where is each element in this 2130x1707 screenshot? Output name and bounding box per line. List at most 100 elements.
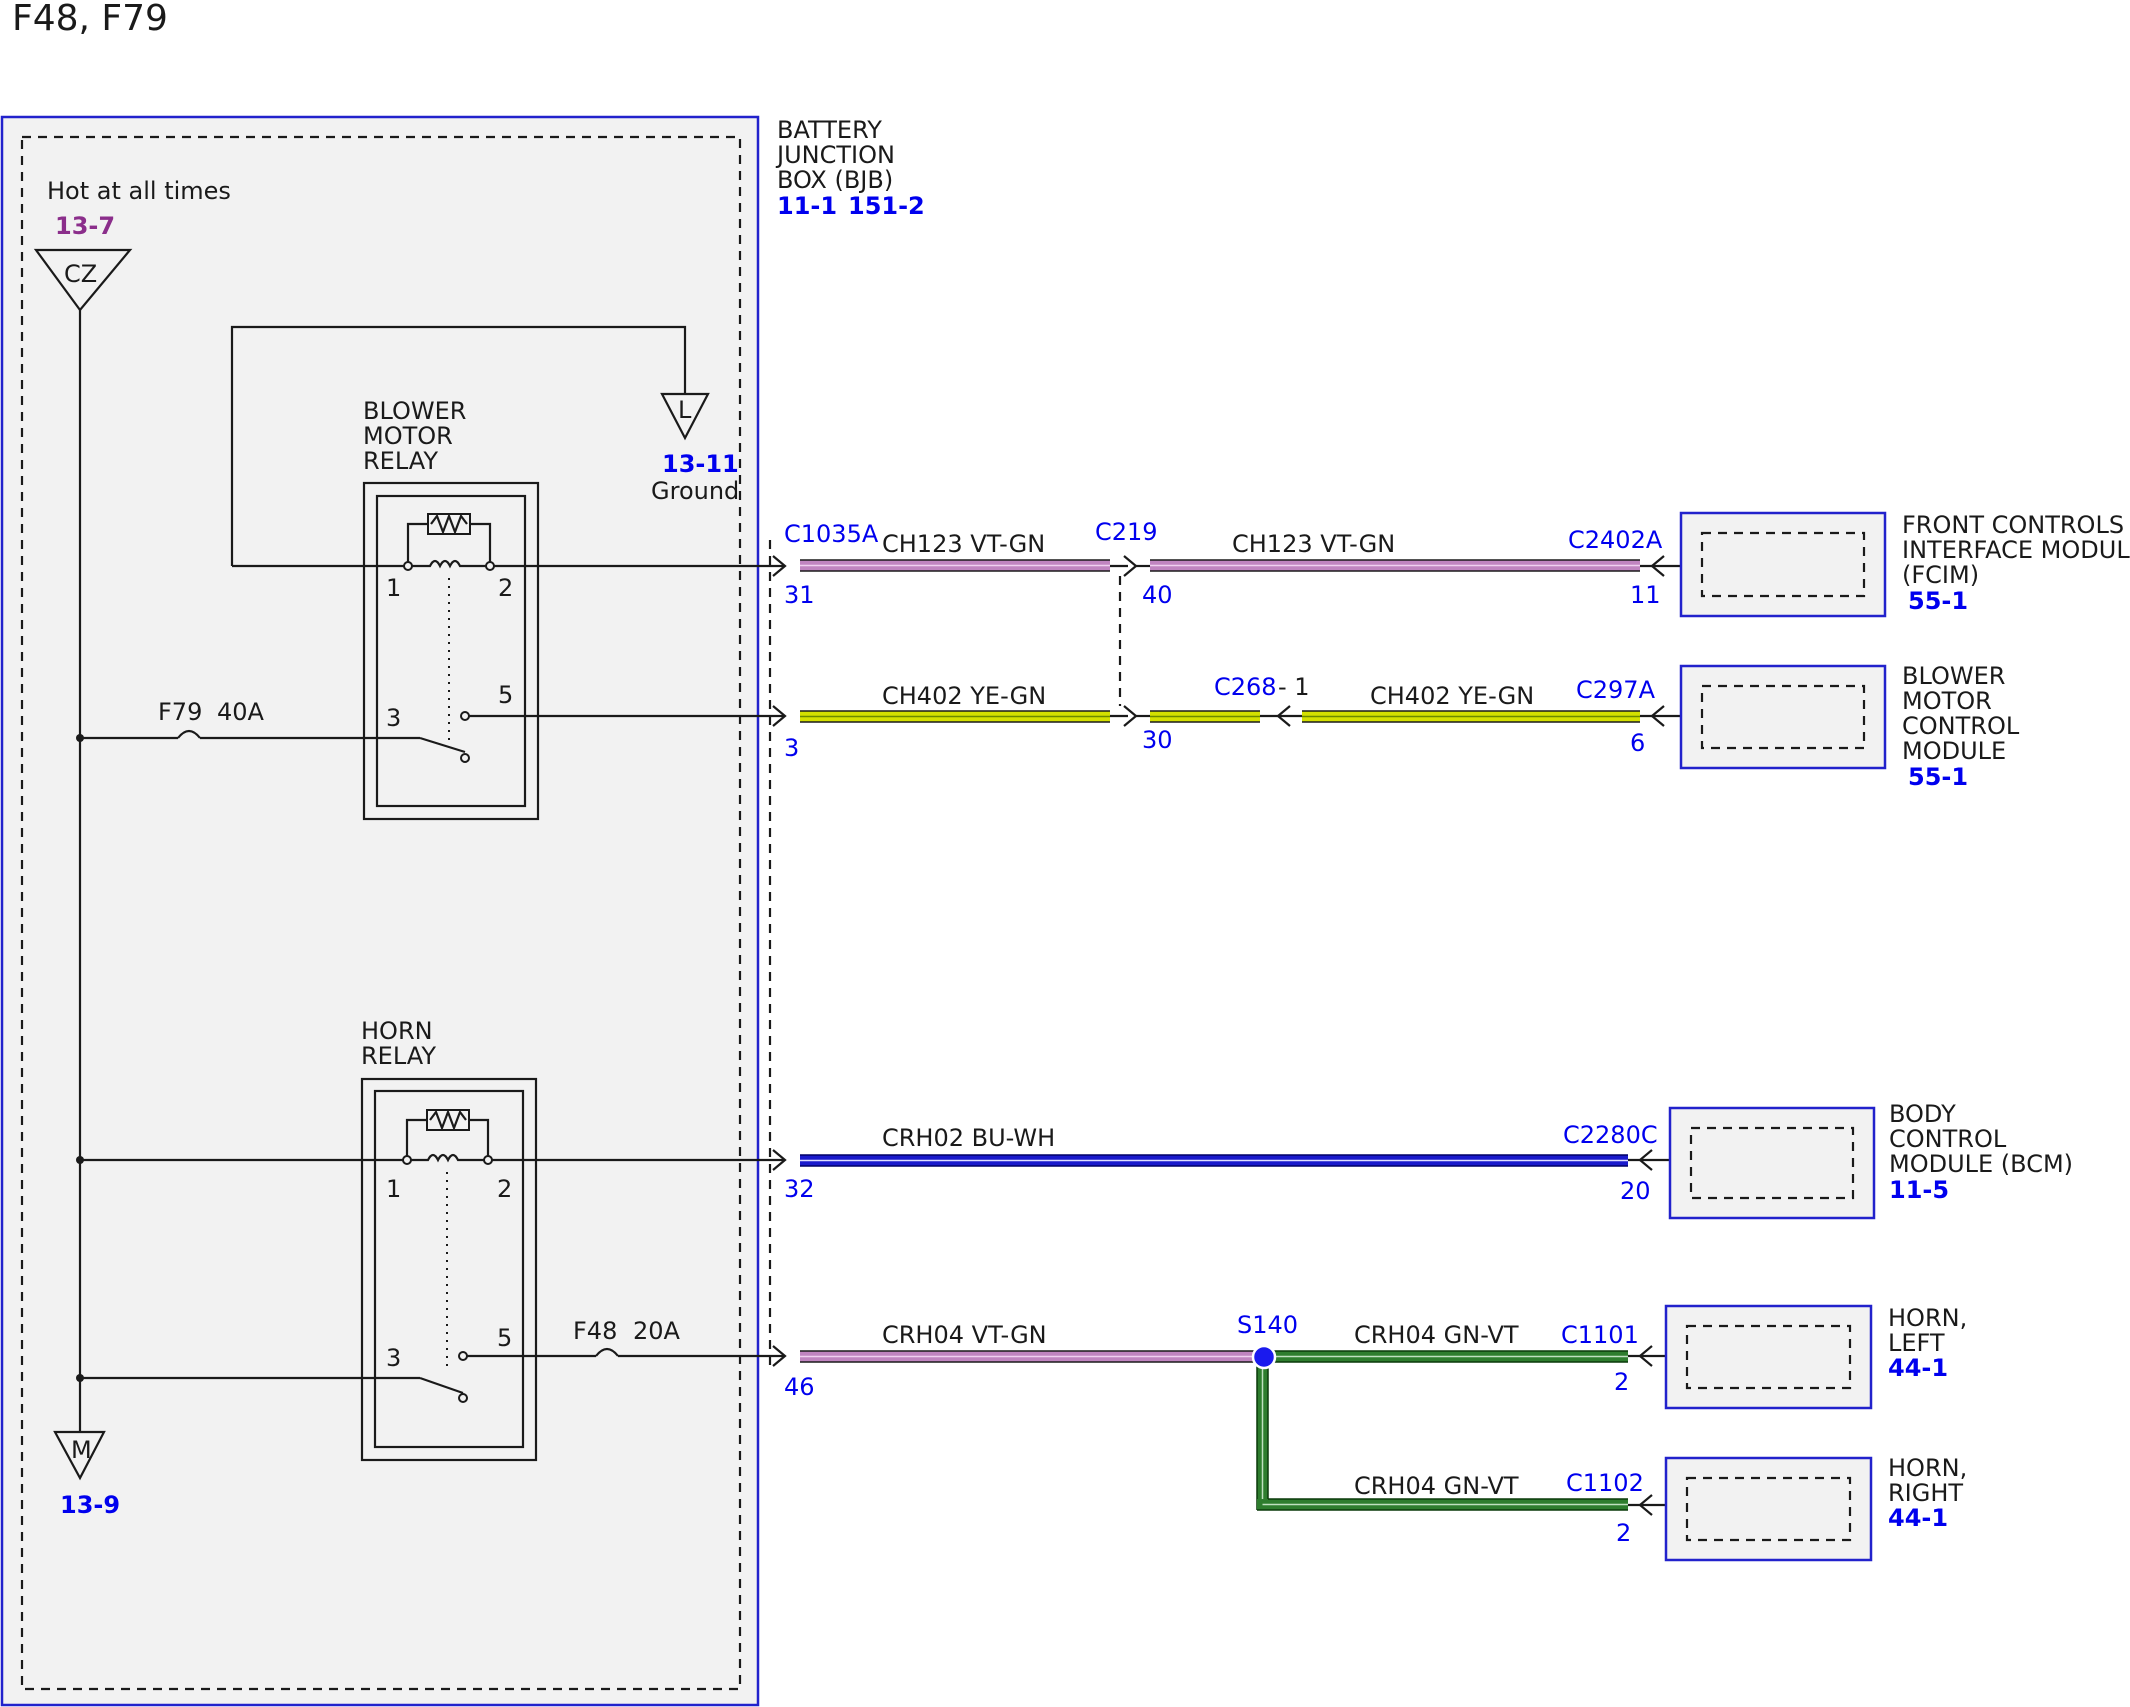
wire-crh04-right-label: CRH04 GN-VT	[1354, 1472, 1519, 1500]
blower-relay-pin3: 3	[386, 704, 401, 732]
conn-c1035a-label[interactable]: C1035A	[784, 520, 879, 548]
horn-relay-pin5: 5	[497, 1324, 512, 1352]
ground-m-ref[interactable]: 13-9	[60, 1491, 120, 1519]
power-label: Hot at all times	[47, 177, 231, 205]
bcm-ref[interactable]: 11-5	[1889, 1176, 1949, 1204]
wire-crh04-vt-gn[interactable]	[800, 1350, 1262, 1363]
conn-c2402a-pin-11: 11	[1630, 581, 1661, 609]
horn-relay-coil-icon	[402, 1108, 493, 1370]
power-symbol: CZ	[64, 260, 97, 288]
connector-arrow	[772, 705, 787, 727]
horn-relay-pin1: 1	[386, 1175, 401, 1203]
conn-c268-label[interactable]: C268	[1214, 673, 1277, 701]
bcm-label-line1: BODY	[1889, 1100, 1956, 1128]
wire-ch402-label-a: CH402 YE-GN	[882, 682, 1046, 710]
bmcm-ref[interactable]: 55-1	[1908, 763, 1968, 791]
fcim-ref[interactable]: 55-1	[1908, 587, 1968, 615]
wire-ch123-segment-b[interactable]	[1150, 559, 1640, 572]
fuse-f48-icon	[595, 1347, 619, 1357]
wire-ch123-label-a: CH123 VT-GN	[882, 530, 1045, 558]
conn-c1035a-pin-31: 31	[784, 581, 815, 609]
bjb-box	[0, 115, 760, 1707]
wire-ch123-segment-a[interactable]	[800, 559, 1110, 572]
ground-l-ref[interactable]: 13-11	[662, 450, 739, 478]
wire-crh04-gn-vt-right[interactable]	[1256, 1356, 1628, 1511]
wire-ch402-segment-a[interactable]	[800, 710, 1110, 723]
bjb-ref-2[interactable]: 151-2	[848, 192, 925, 220]
horn-right-label-line2: RIGHT	[1888, 1479, 1963, 1507]
module-horn-right[interactable]	[1664, 1456, 1873, 1562]
wire-ch402-segment-b[interactable]	[1150, 710, 1260, 723]
fuse-f79-name: F79	[158, 698, 202, 726]
connector-c2280c-arrow	[1638, 1149, 1653, 1171]
conn-c1101-pin-2: 2	[1614, 1368, 1629, 1396]
conn-c1035a-pin-32: 32	[784, 1175, 815, 1203]
fcim-label-line1: FRONT CONTROLS	[1902, 511, 2124, 539]
ground-l-icon	[660, 392, 710, 441]
bmcm-label-line3: CONTROL	[1902, 712, 2020, 740]
fuse-f48-name: F48	[573, 1317, 617, 1345]
module-bcm[interactable]	[1668, 1106, 1876, 1220]
bcm-label-line2: CONTROL	[1889, 1125, 2007, 1153]
module-blower-motor-control[interactable]	[1679, 664, 1887, 770]
horn-left-label-line1: HORN,	[1888, 1304, 1967, 1332]
power-ref[interactable]: 13-7	[55, 212, 115, 240]
bcm-label-line3: MODULE (BCM)	[1889, 1150, 2073, 1178]
bjb-inner-dashed	[20, 135, 742, 1691]
conn-c297a-label[interactable]: C297A	[1576, 676, 1656, 704]
conn-c1035a-pin-3: 3	[784, 734, 799, 762]
connector-arrow	[772, 1149, 787, 1171]
splice-s140-label[interactable]: S140	[1237, 1311, 1298, 1339]
conn-c219-label[interactable]: C219	[1095, 518, 1158, 546]
connector-c268-arrow	[1276, 705, 1291, 727]
module-fcim[interactable]	[1679, 511, 1887, 618]
bmcm-label-line4: MODULE	[1902, 737, 2006, 765]
conn-c2280c-label[interactable]: C2280C	[1563, 1121, 1658, 1149]
conn-c219-pin-40: 40	[1142, 581, 1173, 609]
horn-right-label-line1: HORN,	[1888, 1454, 1967, 1482]
conn-c1101-label[interactable]: C1101	[1561, 1321, 1639, 1349]
horn-left-label-line2: LEFT	[1888, 1329, 1945, 1357]
wire-crh04-gn-vt-left[interactable]	[1262, 1350, 1628, 1363]
blower-relay-outer	[362, 481, 540, 821]
connector-c297a-arrow	[1650, 705, 1665, 727]
power-source-icon	[33, 248, 133, 312]
blower-relay-pin2: 2	[498, 574, 513, 602]
fuse-f48-rating: 20A	[633, 1317, 681, 1345]
connector-arrow	[772, 1345, 787, 1367]
blower-relay-inner	[375, 494, 527, 808]
conn-c2402a-label[interactable]: C2402A	[1568, 526, 1663, 554]
conn-c2280c-pin-20: 20	[1620, 1177, 1651, 1205]
horn-relay-label-line2: RELAY	[361, 1042, 436, 1070]
diagram-title: F48, F79	[12, 0, 168, 39]
conn-c1035a-pin-46: 46	[784, 1373, 815, 1401]
horn-relay-outer	[360, 1077, 538, 1462]
blower-relay-coil-icon	[403, 512, 495, 740]
blower-relay-label-line2: MOTOR	[363, 422, 453, 450]
bjb-label-line3: BOX (BJB)	[777, 166, 893, 194]
horn-relay-pin2: 2	[497, 1175, 512, 1203]
fuse-f79-rating: 40A	[217, 698, 265, 726]
fuse-f79-icon	[177, 729, 201, 739]
connector-arrow	[772, 555, 787, 577]
horn-relay-switch-icon	[419, 1351, 468, 1403]
bjb-label-line2: JUNCTION	[775, 141, 895, 169]
wire-ch402-segment-c[interactable]	[1302, 710, 1640, 723]
blower-relay-pin5: 5	[498, 681, 513, 709]
horn-right-ref[interactable]: 44-1	[1888, 1504, 1948, 1532]
module-horn-left[interactable]	[1664, 1304, 1873, 1410]
connector-c1101-arrow	[1638, 1345, 1653, 1367]
ground-m-symbol: M	[71, 1436, 92, 1464]
ground-m-icon	[53, 1430, 106, 1481]
horn-left-ref[interactable]: 44-1	[1888, 1354, 1948, 1382]
wire-crh04-left-label: CRH04 GN-VT	[1354, 1321, 1519, 1349]
wire-crh02[interactable]	[800, 1154, 1628, 1167]
conn-c1102-label[interactable]: C1102	[1566, 1469, 1644, 1497]
splice-s140-icon[interactable]	[1251, 1344, 1277, 1370]
conn-c268-pin-label: - 1	[1278, 673, 1310, 701]
bjb-ref-1[interactable]: 11-1	[777, 192, 837, 220]
horn-relay-label-line1: HORN	[361, 1017, 433, 1045]
conn-c268-pin-30: 30	[1142, 726, 1173, 754]
wire-ch123-label-b: CH123 VT-GN	[1232, 530, 1395, 558]
